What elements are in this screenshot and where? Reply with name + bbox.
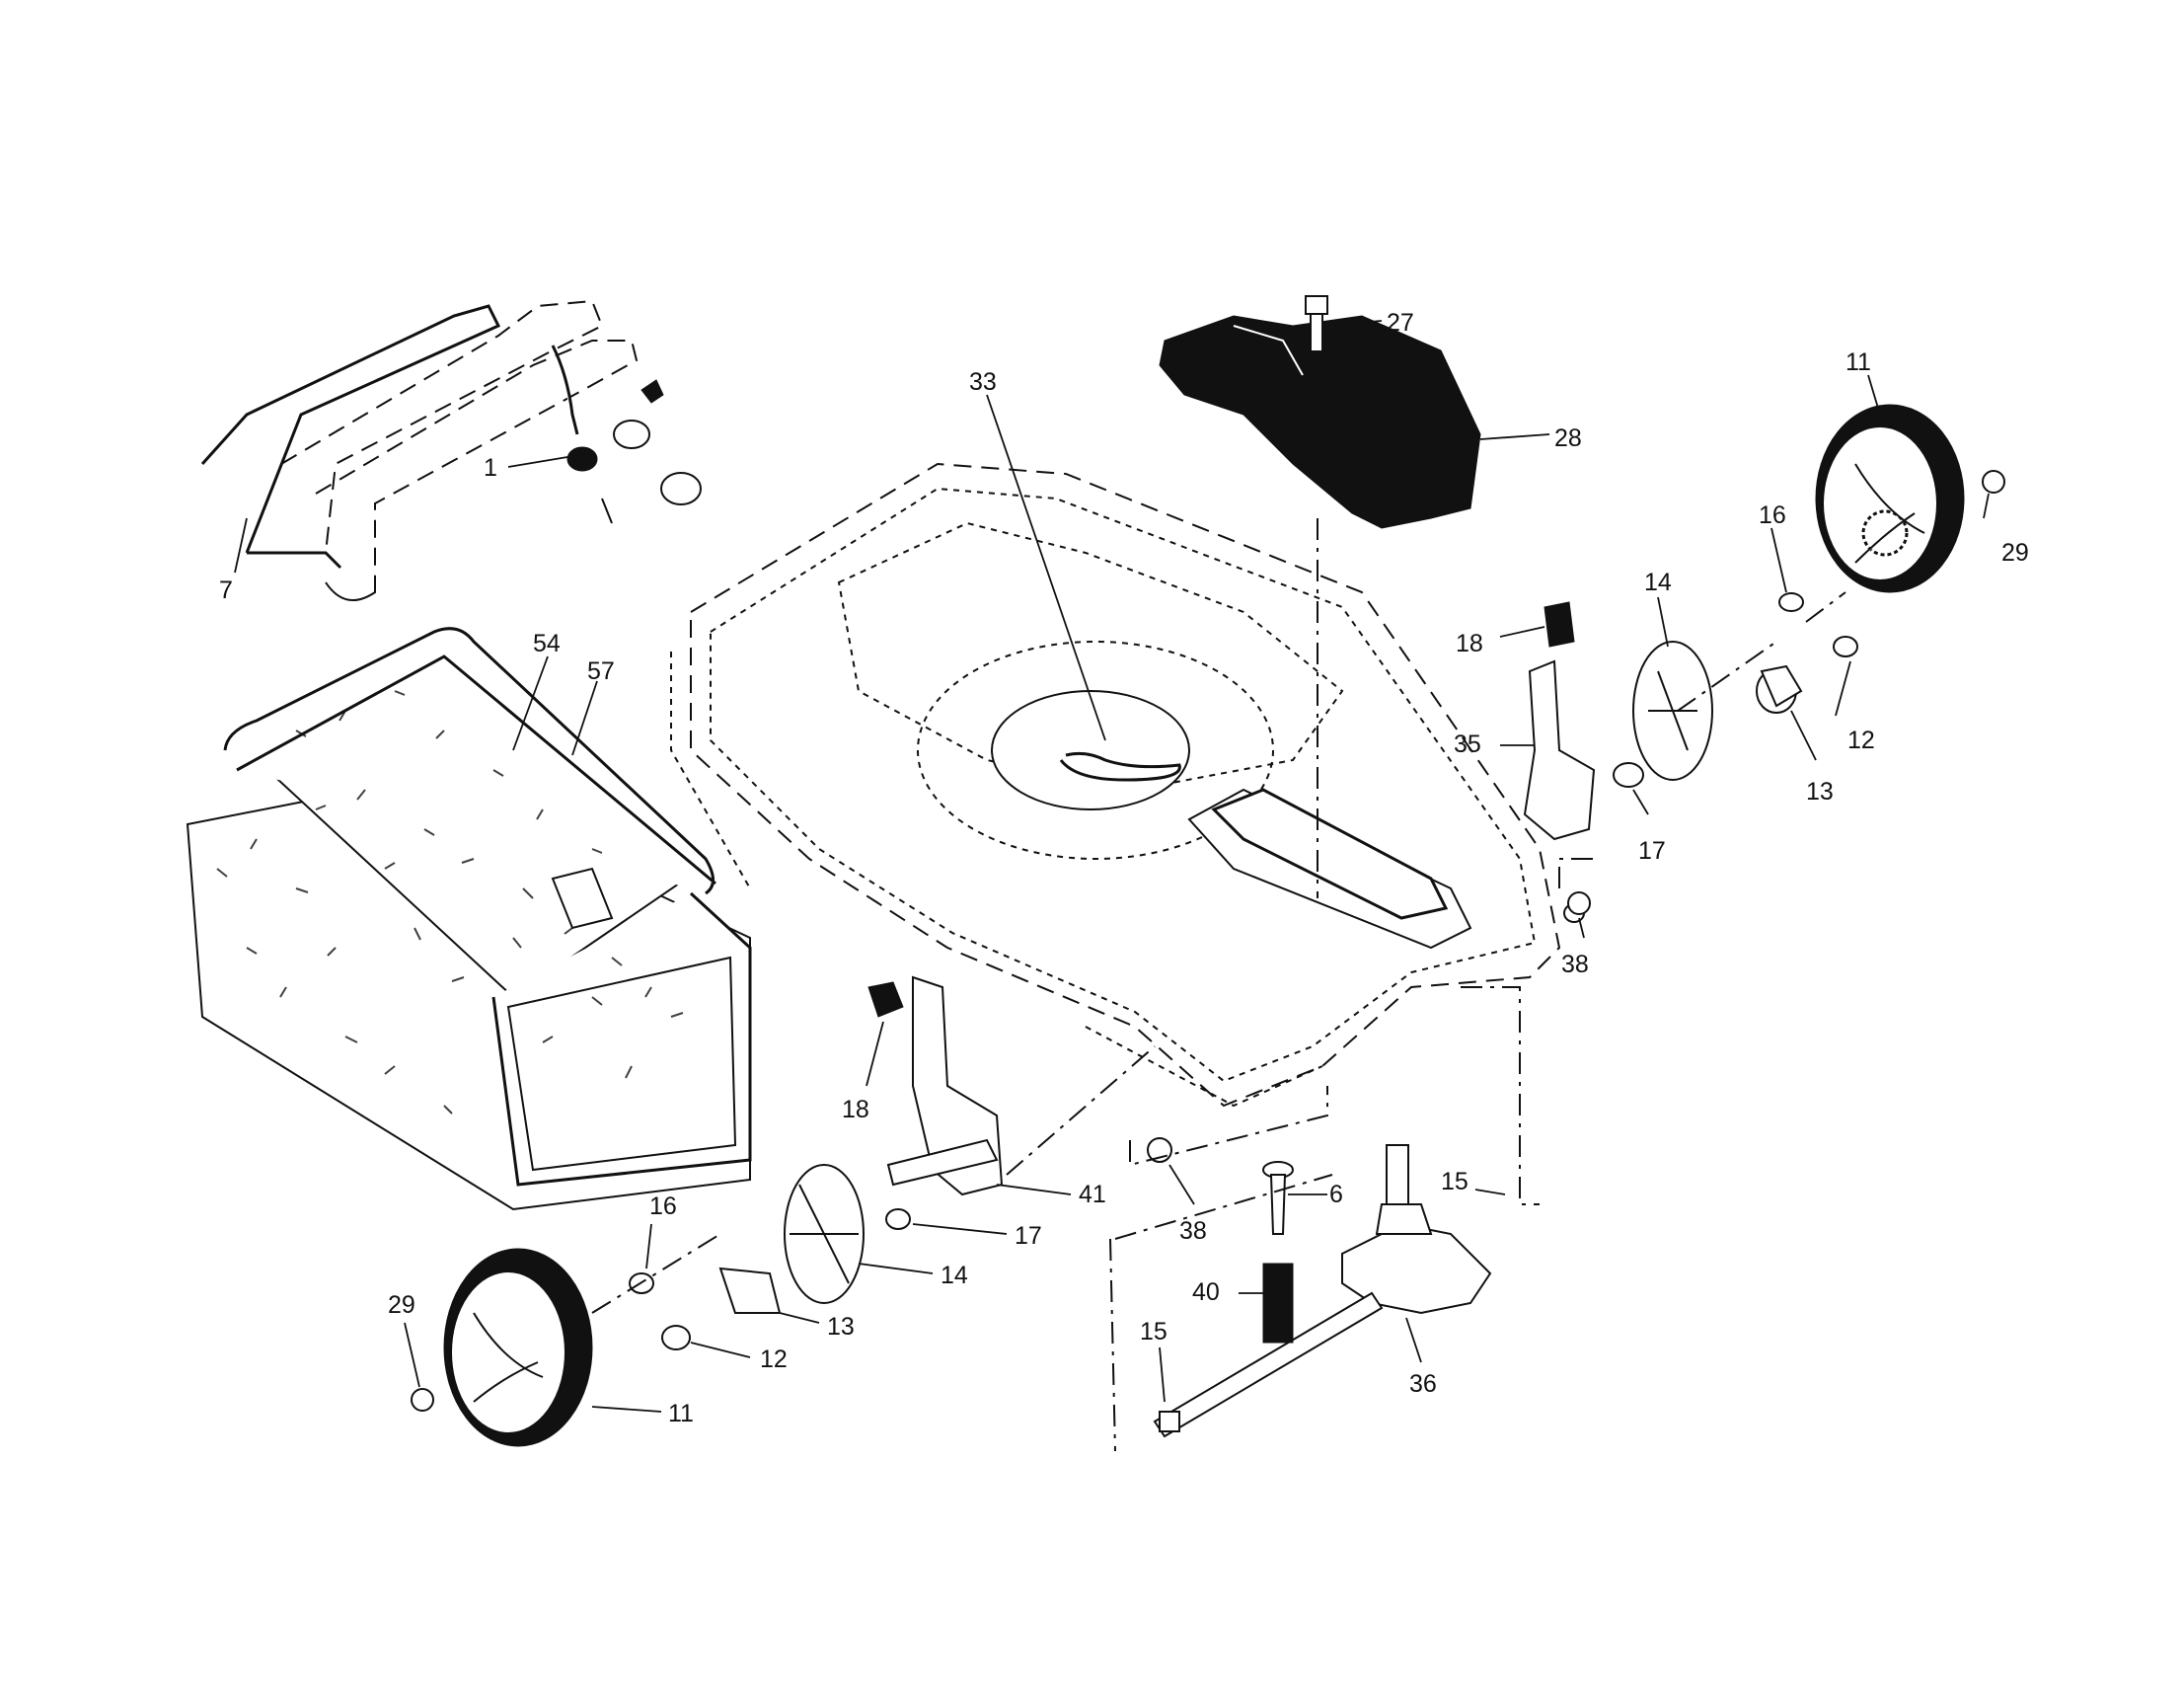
callout-28: 28 — [1554, 424, 1582, 452]
callout-17a: 17 — [1638, 837, 1666, 865]
cable-clip — [551, 345, 702, 524]
spring — [1262, 1263, 1294, 1344]
callout-11b: 11 — [668, 1400, 694, 1427]
callout-labels: 1 7 54 57 33 27 28 11 29 16 14 18 35 17 … — [219, 309, 2029, 1427]
bolt — [1305, 295, 1328, 352]
left-hub-and-plate — [629, 1164, 865, 1350]
callout-11a: 11 — [1845, 348, 1871, 376]
callout-15b: 15 — [1140, 1318, 1167, 1346]
callout-38a: 38 — [1561, 951, 1589, 978]
callout-14a: 14 — [1644, 569, 1672, 596]
callout-14b: 14 — [941, 1262, 968, 1289]
grass-bag — [186, 627, 752, 1211]
axle-lines — [591, 591, 1846, 1314]
callout-13b: 13 — [827, 1313, 855, 1341]
callout-6: 6 — [1329, 1181, 1343, 1208]
transmission-bracket — [1109, 986, 1540, 1452]
mower-deck — [670, 462, 1561, 1108]
callout-57: 57 — [587, 657, 615, 685]
callout-16b: 16 — [649, 1192, 677, 1220]
callout-54: 54 — [533, 630, 561, 657]
callout-13a: 13 — [1806, 778, 1834, 806]
leader-lines — [234, 320, 1990, 1413]
right-side-hardware — [1523, 592, 1858, 923]
callout-40: 40 — [1192, 1278, 1220, 1306]
callout-41: 41 — [1079, 1181, 1106, 1208]
callout-38b: 38 — [1179, 1217, 1207, 1245]
wheel-right — [1815, 404, 1965, 593]
wheel-nut-right — [1982, 470, 2005, 494]
callout-18b: 18 — [842, 1096, 869, 1123]
callout-33: 33 — [969, 368, 997, 396]
transmission — [1153, 1144, 1492, 1438]
callout-35: 35 — [1454, 731, 1481, 758]
callout-27: 27 — [1387, 309, 1414, 337]
nut-38a — [1567, 891, 1591, 915]
callout-12a: 12 — [1847, 727, 1875, 754]
callout-16a: 16 — [1759, 501, 1786, 529]
callout-36: 36 — [1409, 1370, 1437, 1398]
wheel-nut-left — [411, 1388, 434, 1412]
callout-17b: 17 — [1015, 1222, 1042, 1250]
wheel-left — [443, 1248, 593, 1447]
callout-29a: 29 — [2001, 539, 2029, 567]
handle-assembly — [200, 299, 639, 602]
left-height-adjuster — [867, 975, 1004, 1230]
callout-7: 7 — [219, 577, 233, 604]
callout-18a: 18 — [1456, 630, 1483, 657]
callout-12b: 12 — [760, 1346, 788, 1373]
callout-1: 1 — [484, 454, 497, 482]
pin — [1262, 1161, 1294, 1235]
callout-29b: 29 — [388, 1291, 415, 1319]
callout-15a: 15 — [1441, 1168, 1469, 1195]
